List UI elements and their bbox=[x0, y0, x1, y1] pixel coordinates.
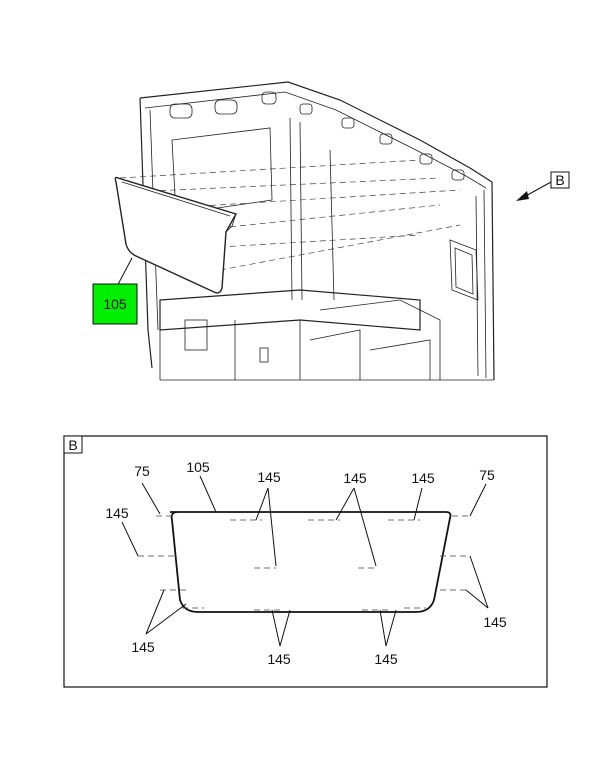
label-145-top-2: 145 bbox=[343, 470, 367, 486]
label-145-top-1: 145 bbox=[257, 469, 281, 485]
label-145-bottom-2: 145 bbox=[374, 651, 398, 667]
label-105: 105 bbox=[186, 459, 210, 475]
detail-view-b: B bbox=[63, 435, 548, 688]
detail-frame-label: B bbox=[68, 437, 77, 453]
view-reference-b[interactable]: B bbox=[550, 171, 570, 189]
label-145-left-bottom: 145 bbox=[131, 639, 155, 655]
label-145-top-3: 145 bbox=[411, 470, 435, 486]
part-tag-105[interactable]: 105 bbox=[92, 283, 138, 325]
label-145-left-top: 145 bbox=[105, 505, 129, 521]
interior-panel-105 bbox=[114, 176, 238, 294]
view-reference-label: B bbox=[555, 172, 564, 188]
label-145-bottom-1: 145 bbox=[267, 651, 291, 667]
part-tag-label: 105 bbox=[103, 296, 127, 312]
label-145-right: 145 bbox=[483, 614, 507, 630]
label-75-right: 75 bbox=[479, 467, 495, 483]
label-75-left: 75 bbox=[134, 463, 150, 479]
view-arrow-icon bbox=[516, 181, 552, 201]
